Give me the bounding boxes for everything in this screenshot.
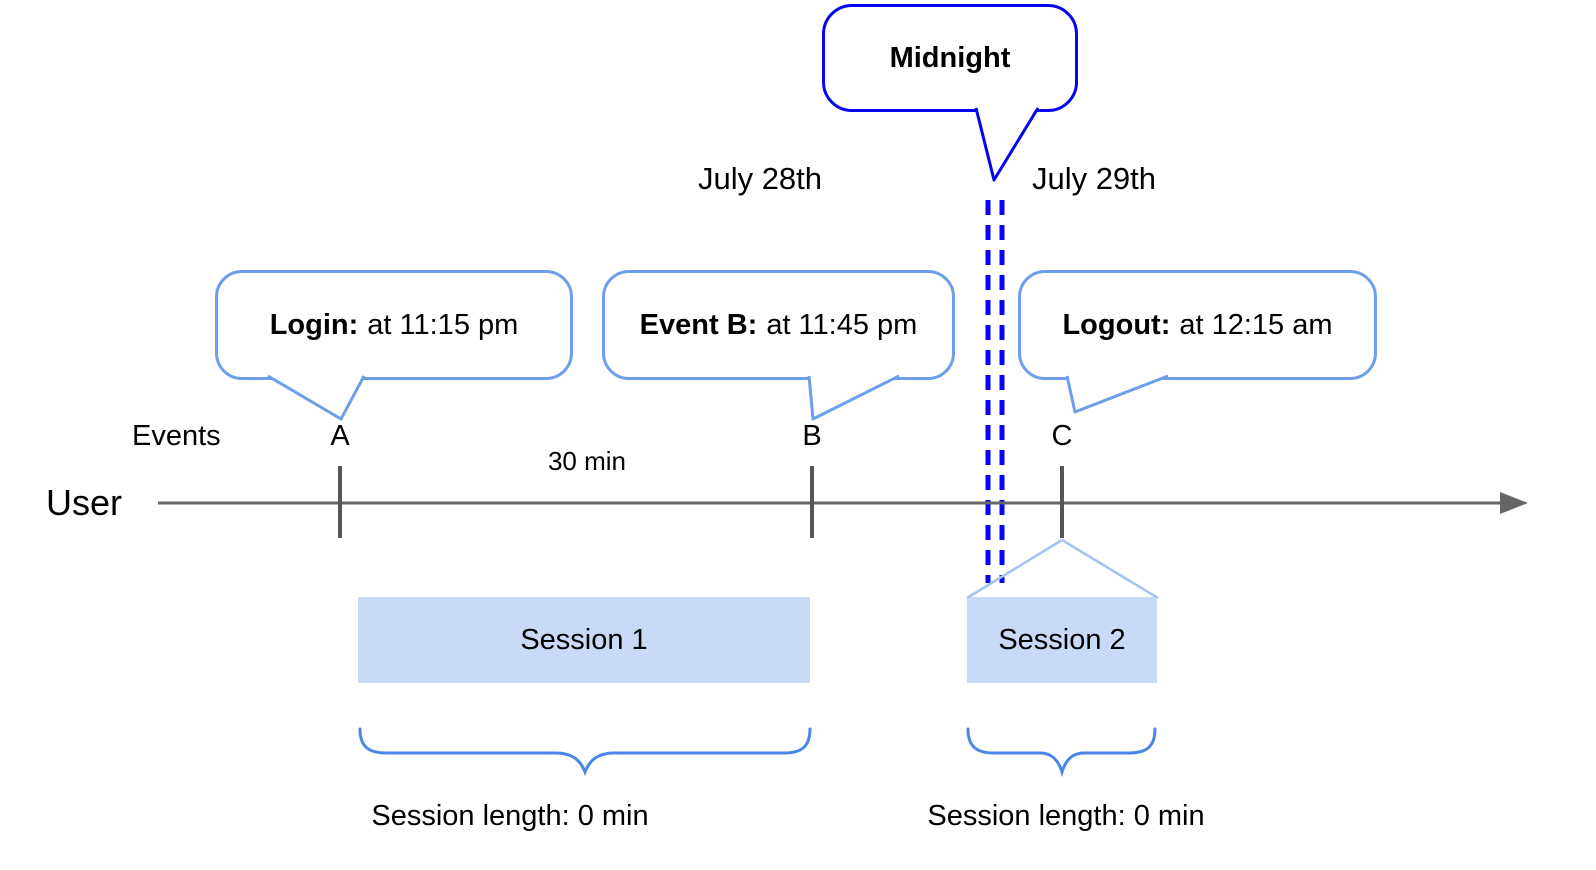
session-2-wedge-left [966, 538, 1063, 600]
date-label-july-28: July 28th [697, 161, 823, 196]
timeline-arrowhead-icon [1500, 492, 1528, 514]
event-b-callout-title: Event B: [639, 308, 758, 341]
logout-callout-tail [1065, 374, 1169, 414]
login-callout-time: at 11:15 pm [367, 308, 519, 341]
event-marker-c: C [1051, 420, 1073, 452]
event-b-callout: Event B: at 11:45 pm [602, 270, 955, 380]
events-row-label: Events [132, 420, 221, 452]
logout-callout: Logout: at 12:15 am [1018, 270, 1377, 380]
interval-label-30min: 30 min [547, 446, 627, 476]
user-axis-label: User [46, 482, 123, 523]
session-1-length-label: Session length: 0 min [371, 800, 649, 832]
event-marker-a: A [330, 420, 350, 452]
session-1-label: Session 1 [520, 623, 648, 656]
session-1-brace [358, 727, 812, 777]
event-marker-b: B [802, 420, 822, 452]
midnight-callout-label: Midnight [889, 41, 1011, 74]
session-2-wedge-right [1061, 538, 1159, 600]
event-b-callout-time: at 11:45 pm [766, 308, 918, 341]
session-1-box: Session 1 [358, 597, 810, 683]
login-callout-title: Login: [269, 308, 359, 341]
event-b-callout-tail [807, 374, 900, 421]
session-2-brace [966, 727, 1157, 778]
login-callout: Login: at 11:15 pm [215, 270, 573, 380]
login-callout-tail [267, 374, 366, 421]
session-2-box: Session 2 [967, 597, 1157, 683]
date-label-july-29: July 29th [1031, 161, 1157, 196]
session-2-label: Session 2 [998, 623, 1126, 656]
session-2-length-label: Session length: 0 min [927, 800, 1205, 832]
midnight-callout: Midnight [822, 4, 1078, 112]
logout-callout-time: at 12:15 am [1179, 308, 1333, 341]
logout-callout-title: Logout: [1062, 308, 1171, 341]
